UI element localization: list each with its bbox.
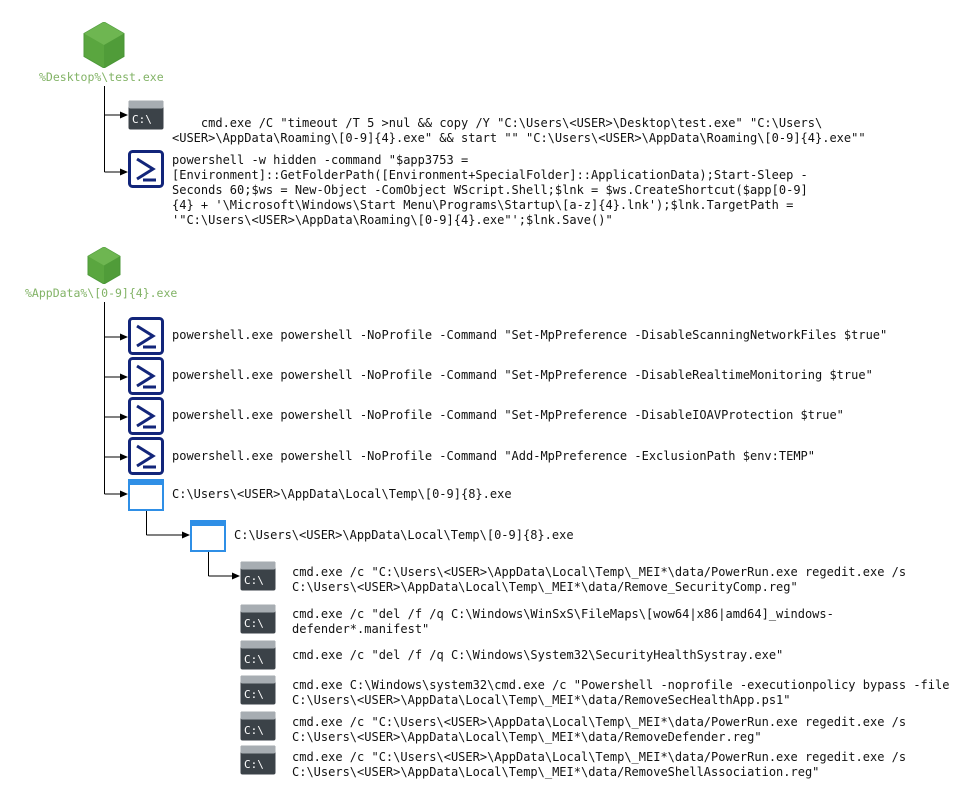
powershell-icon <box>128 317 164 355</box>
command-text-s4-0: cmd.exe /c "C:\Users\<USER>\AppData\Loca… <box>292 565 907 594</box>
process-label-desktop-test: %Desktop%\test.exe <box>39 70 164 84</box>
powershell-icon-s2-1 <box>128 357 164 400</box>
command-text-s4-5: cmd.exe /c "C:\Users\<USER>\AppData\Loca… <box>292 750 907 779</box>
command-text-s2-4: C:\Users\<USER>\AppData\Local\Temp\[0-9]… <box>172 487 512 501</box>
powershell-icon <box>128 397 164 435</box>
command-text-s3: C:\Users\<USER>\AppData\Local\Temp\[0-9]… <box>234 528 574 542</box>
cmd-terminal-icon: C:\ <box>240 745 276 775</box>
cmd-icon-s4-3: C:\ <box>240 675 276 710</box>
cmd-terminal-icon: C:\ <box>128 100 164 130</box>
process-label-appdata-exe: %AppData%\[0-9]{4}.exe <box>25 286 178 300</box>
cmd-terminal-icon: C:\ <box>240 711 276 741</box>
powershell-icon <box>128 357 164 395</box>
powershell-icon-s2-0 <box>128 317 164 360</box>
command-text-s2-0: powershell.exe powershell -NoProfile -Co… <box>172 328 888 342</box>
command-text-s2-2: powershell.exe powershell -NoProfile -Co… <box>172 408 844 422</box>
cmd-icon-s4-5: C:\ <box>240 745 276 780</box>
svg-text:C:\: C:\ <box>244 758 264 771</box>
command-text-s1-0: cmd.exe /C "timeout /T 5 >nul && copy /Y… <box>172 116 866 145</box>
cmd-terminal-icon: C:\ <box>240 561 276 591</box>
window-icon-s2-4 <box>128 479 164 516</box>
application-window-icon <box>190 520 226 552</box>
powershell-icon-s2-3 <box>128 437 164 480</box>
powershell-icon <box>128 150 164 188</box>
command-text-s4-3: cmd.exe C:\Windows\system32\cmd.exe /c "… <box>292 678 950 707</box>
svg-text:C:\: C:\ <box>244 724 264 737</box>
powershell-icon-s2-2 <box>128 397 164 440</box>
cmd-icon-s4-0: C:\ <box>240 561 276 596</box>
window-icon-s3 <box>190 520 226 557</box>
command-text-s2-1: powershell.exe powershell -NoProfile -Co… <box>172 368 873 382</box>
process-node-desktop-test <box>83 21 125 73</box>
command-text-s1-1: powershell -w hidden -command "$app3753 … <box>172 153 808 227</box>
svg-text:C:\: C:\ <box>132 113 152 126</box>
cmd-terminal-icon: C:\ <box>240 675 276 705</box>
application-window-icon <box>128 479 164 511</box>
command-text-s4-4: cmd.exe /c "C:\Users\<USER>\AppData\Loca… <box>292 715 907 744</box>
powershell-icon-s1-1 <box>128 150 164 193</box>
cmd-terminal-icon: C:\ <box>240 640 276 670</box>
cmd-icon-s4-4: C:\ <box>240 711 276 746</box>
cmd-icon-s4-2: C:\ <box>240 640 276 675</box>
command-text-s2-3: powershell.exe powershell -NoProfile -Co… <box>172 449 815 463</box>
svg-text:C:\: C:\ <box>244 574 264 587</box>
svg-text:C:\: C:\ <box>244 653 264 666</box>
svg-text:C:\: C:\ <box>244 617 264 630</box>
command-text-s4-2: cmd.exe /c "del /f /q C:\Windows\System3… <box>292 648 784 662</box>
cmd-icon-s1-0: C:\ <box>128 100 164 135</box>
process-node-appdata-exe <box>87 246 121 289</box>
svg-text:C:\: C:\ <box>244 688 264 701</box>
cmd-terminal-icon: C:\ <box>240 604 276 634</box>
hexagon-process-icon <box>83 21 125 69</box>
powershell-icon <box>128 437 164 475</box>
cmd-icon-s4-1: C:\ <box>240 604 276 639</box>
command-text-s4-1: cmd.exe /c "del /f /q C:\Windows\WinSxS\… <box>292 607 834 636</box>
hexagon-process-icon <box>87 246 121 285</box>
